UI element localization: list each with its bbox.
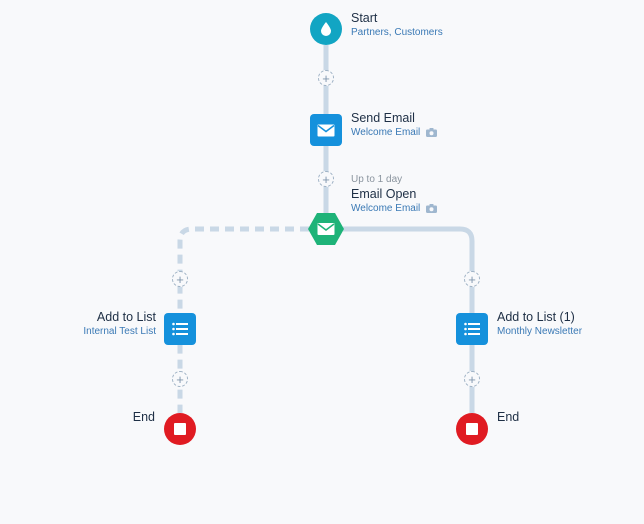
end-left-title: End xyxy=(132,410,155,424)
end-left-node[interactable] xyxy=(164,413,196,445)
add-step-button[interactable]: + xyxy=(318,70,334,86)
add-to-list-right-title: Add to List (1) xyxy=(497,310,575,324)
add-to-list-left-node[interactable] xyxy=(164,313,196,345)
send-email-title: Send Email xyxy=(351,111,415,125)
start-title: Start xyxy=(351,11,378,25)
email-open-subtitle[interactable]: Welcome Email xyxy=(351,203,421,214)
start-subtitle[interactable]: Partners, Customers xyxy=(351,27,443,38)
send-email-subtitle[interactable]: Welcome Email xyxy=(351,127,421,138)
wait-duration: Up to 1 day xyxy=(351,174,403,185)
start-node[interactable] xyxy=(310,13,342,45)
add-to-list-right-label: Add to List (1) Monthly Newsletter xyxy=(497,310,582,337)
add-to-list-right-subtitle[interactable]: Monthly Newsletter xyxy=(497,326,583,337)
camera-icon[interactable] xyxy=(426,204,438,213)
send-email-node[interactable] xyxy=(310,114,342,146)
connector-no-branch xyxy=(177,226,309,413)
end-left-label: End xyxy=(133,410,155,424)
email-open-label: Up to 1 day Email Open Welcome Email xyxy=(351,174,438,214)
list-icon xyxy=(172,322,188,336)
add-step-button[interactable]: + xyxy=(172,371,188,387)
add-step-button[interactable]: + xyxy=(172,271,188,287)
camera-icon[interactable] xyxy=(426,128,438,137)
decision-hexagon xyxy=(308,213,344,245)
end-right-node[interactable] xyxy=(456,413,488,445)
connector-yes-branch xyxy=(343,226,475,413)
drop-icon xyxy=(321,22,331,36)
envelope-icon xyxy=(317,124,335,136)
list-icon xyxy=(464,322,480,336)
envelope-icon xyxy=(317,223,335,235)
add-to-list-left-label: Add to List Internal Test List xyxy=(83,310,156,337)
end-right-title: End xyxy=(497,410,520,424)
add-step-button[interactable]: + xyxy=(464,371,480,387)
email-open-title: Email Open xyxy=(351,187,417,201)
add-to-list-right-node[interactable] xyxy=(456,313,488,345)
email-open-node[interactable] xyxy=(308,212,344,246)
stop-icon xyxy=(466,423,478,435)
add-to-list-left-subtitle[interactable]: Internal Test List xyxy=(83,326,156,337)
send-email-label: Send Email Welcome Email xyxy=(351,111,438,138)
start-label: Start Partners, Customers xyxy=(351,11,443,38)
end-right-label: End xyxy=(497,410,519,424)
add-to-list-left-title: Add to List xyxy=(96,310,156,324)
add-step-button[interactable]: + xyxy=(464,271,480,287)
stop-icon xyxy=(174,423,186,435)
add-step-button[interactable]: + xyxy=(318,171,334,187)
